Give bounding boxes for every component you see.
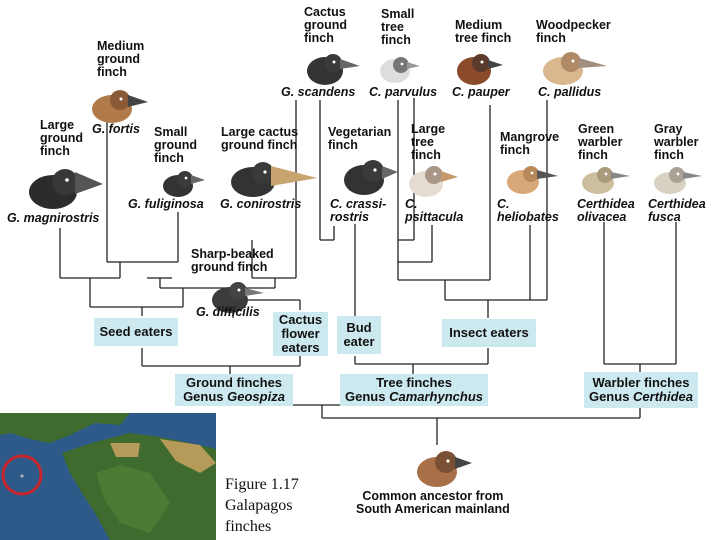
south-america-map	[0, 413, 216, 540]
species-c-crassirostris: C. crassi- rostris	[330, 197, 387, 224]
cactus-ground-finch-icon	[307, 54, 360, 85]
small-tree-finch-icon	[380, 57, 420, 83]
cactus-flower-eaters-label: Cactus flower eaters	[278, 312, 323, 355]
caption-line-1: Figure 1.17	[225, 476, 299, 493]
common-ancestor-finch-icon	[417, 451, 472, 487]
medium-tree-finch-label: Medium tree finch	[455, 18, 512, 45]
mangrove-finch-icon	[507, 166, 558, 194]
sharp-beaked-ground-finch-label: Sharp-beaked ground finch	[191, 247, 274, 274]
genus-prefix: Genus	[588, 389, 634, 404]
genus-geospiza-box: Ground finches Genus Geospiza	[175, 374, 293, 406]
large-cactus-ground-finch-label: Large cactus ground finch	[221, 125, 299, 152]
genus-certhidea-box: Warbler finches Genus Certhidea	[584, 372, 698, 408]
woodpecker-finch-icon	[543, 52, 607, 85]
species-certhidea-fusca: Certhidea fusca	[648, 197, 706, 224]
caption-line-2: Galapagos	[225, 497, 293, 514]
seed-eaters-label: Seed eaters	[99, 324, 173, 339]
bud-eater-box: Bud eater	[337, 316, 381, 354]
species-g-difficilis: G. difficilis	[196, 305, 260, 319]
gray-warbler-finch-label: Gray warbler finch	[654, 122, 699, 162]
warbler-finches-label: Warbler finches	[592, 375, 690, 390]
seed-eaters-box: Seed eaters	[94, 318, 178, 346]
genus-geospiza-name: Geospiza	[227, 389, 285, 404]
medium-tree-finch-icon	[457, 54, 503, 85]
vegetarian-finch-label: Vegetarian finch	[328, 125, 392, 152]
medium-ground-finch-label: Medium ground finch	[97, 39, 145, 79]
woodpecker-finch-label: Woodpecker finch	[536, 18, 611, 45]
sharp-beaked-ground-finch-icon	[212, 282, 264, 313]
green-warbler-finch-icon	[582, 167, 630, 194]
gray-warbler-finch-icon	[654, 167, 702, 194]
species-c-psittacula: C. psittacula	[405, 197, 464, 224]
large-ground-finch-label: Large ground finch	[40, 118, 84, 158]
large-tree-finch-label: Large tree finch	[411, 122, 446, 162]
small-ground-finch-label: Small ground finch	[154, 125, 198, 165]
large-tree-finch-icon	[409, 166, 458, 197]
genus-camarhynchus-box: Tree finches Genus Camarhynchus	[340, 374, 488, 406]
species-g-fortis: G. fortis	[92, 122, 140, 136]
species-g-conirostris: G. conirostris	[220, 197, 302, 211]
species-g-magnirostris: G. magnirostris	[7, 211, 100, 225]
insect-eaters-label: Insect eaters	[449, 325, 529, 340]
species-c-pauper: C. pauper	[452, 85, 510, 99]
insect-eaters-box: Insect eaters	[442, 319, 536, 347]
green-warbler-finch-label: Green warbler finch	[578, 122, 623, 162]
genus-certhidea-name: Certhidea	[633, 389, 694, 404]
small-tree-finch-label: Small tree finch	[381, 7, 415, 47]
figure-caption: Figure 1.17 Galapagos finches	[225, 474, 299, 537]
mangrove-finch-label: Mangrove finch	[500, 130, 560, 157]
genus-prefix: Genus	[183, 389, 228, 404]
species-g-scandens: G. scandens	[281, 85, 356, 99]
medium-ground-finch-icon	[92, 90, 148, 123]
ground-finches-label: Ground finches	[185, 375, 283, 390]
small-ground-finch-icon	[163, 171, 205, 197]
cactus-ground-finch-label: Cactus ground finch	[304, 5, 348, 45]
large-ground-finch-icon	[29, 169, 103, 209]
large-cactus-ground-finch-icon	[231, 162, 317, 197]
species-g-fuliginosa: G. fuliginosa	[128, 197, 204, 211]
caption-line-3: finches	[225, 518, 272, 535]
genus-prefix: Genus	[345, 389, 390, 404]
bud-eater-label: Bud eater	[343, 320, 375, 349]
vegetarian-finch-icon	[344, 160, 398, 195]
common-ancestor-label: Common ancestor from South American main…	[356, 489, 510, 516]
genus-camarhynchus-name: Camarhynchus	[389, 389, 483, 404]
species-certhidea-olivacea: Certhidea olivacea	[577, 197, 635, 224]
cactus-flower-eaters-box: Cactus flower eaters	[273, 312, 328, 356]
species-c-parvulus: C. parvulus	[369, 85, 438, 99]
species-c-heliobates: C. heliobates	[497, 197, 559, 224]
tree-finches-label: Tree finches	[376, 375, 452, 390]
species-c-pallidus: C. pallidus	[538, 85, 602, 99]
